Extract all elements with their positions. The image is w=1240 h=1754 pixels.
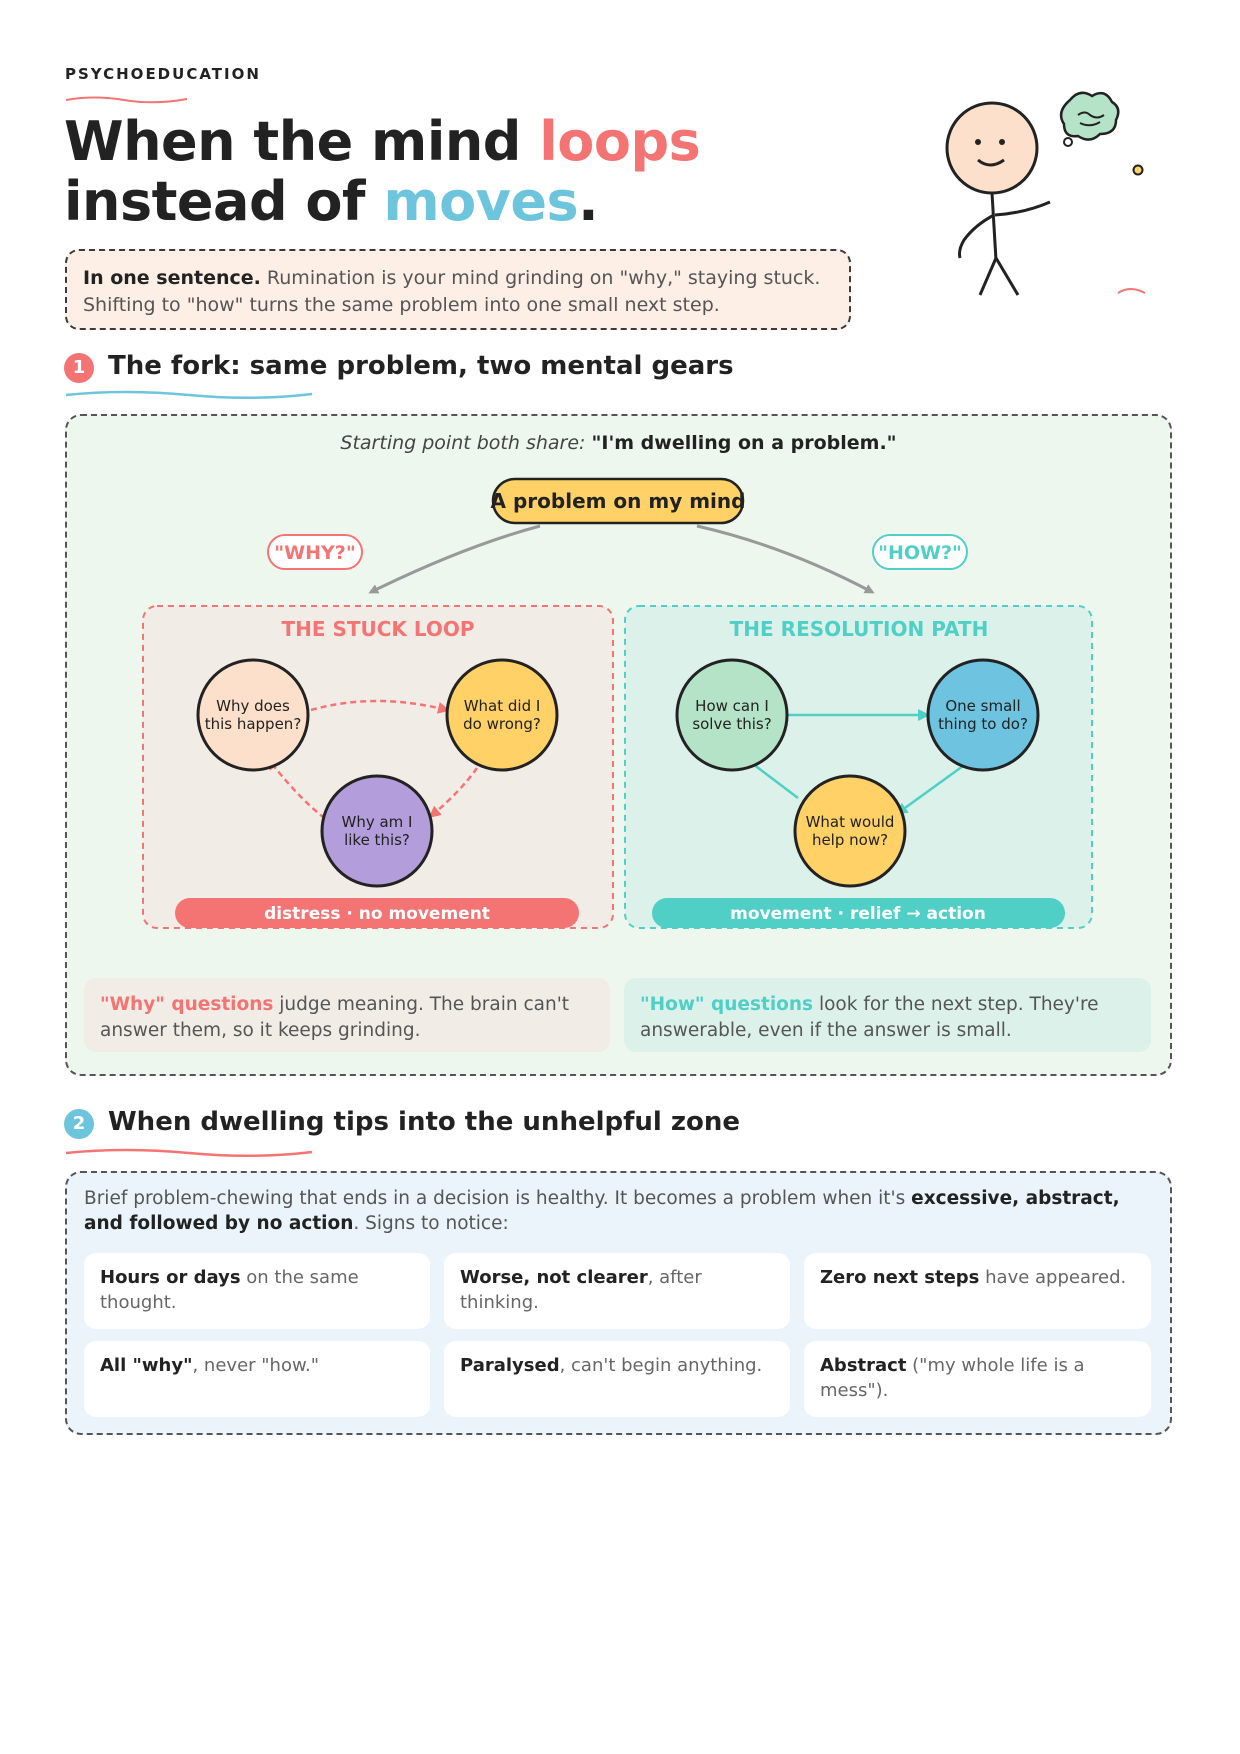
stuck-node2-line1: What did I	[464, 697, 541, 715]
stuck-node-what-wrong: What did I do wrong?	[445, 658, 559, 772]
why-branch-arrow	[368, 524, 541, 594]
sign-2-bold: Worse, not clearer	[460, 1267, 648, 1288]
intro-text-pre: Brief problem-chewing that ends in a dec…	[84, 1188, 912, 1209]
loop-arrow-2	[428, 767, 479, 818]
sign-3-text: have appeared.	[979, 1267, 1127, 1288]
why-note-text: judge meaning. The brain can't answer th…	[100, 994, 570, 1041]
loop-arrow-1	[310, 699, 450, 714]
stuck-node2-line2: do wrong?	[463, 715, 541, 733]
how-note-highlight: "How" questions	[640, 994, 814, 1015]
section1-underline	[65, 390, 313, 399]
stuck-loop-title: THE STUCK LOOP	[281, 617, 474, 641]
sign-card-zero-next-steps: Zero next steps have appeared.	[804, 1253, 1151, 1329]
eyebrow-label: PSYCHOEDUCATION	[65, 65, 261, 83]
eyebrow-underline	[65, 96, 188, 104]
sign-1-text: on the same thought.	[100, 1267, 359, 1313]
how-tag: "HOW?"	[872, 534, 968, 570]
section1-title: The fork: same problem, two mental gears	[108, 351, 734, 381]
intro-text-bold: excessive, abstract, and followed by no …	[84, 1188, 1120, 1234]
title-highlight-moves: moves	[383, 170, 579, 233]
resolution-node2-line2: thing to do?	[938, 715, 1028, 733]
sign-card-paralysed: Paralysed, can't begin anything.	[444, 1341, 790, 1417]
stuck-node1-line1: Why does	[216, 697, 290, 715]
resolution-path-title: THE RESOLUTION PATH	[730, 617, 989, 641]
resolution-node-solve: How can I solve this?	[675, 658, 789, 772]
sign-6-text: ("my whole life is a mess").	[820, 1355, 1085, 1401]
resolution-node3-line2: help now?	[812, 831, 888, 849]
sign-4-bold: All "why"	[100, 1355, 193, 1376]
stick-figure-illustration	[945, 91, 1146, 296]
stuck-loop-box: THE STUCK LOOP Why does this happen? Wha…	[142, 605, 614, 929]
fork-diagram: A problem on my mind "WHY?" "HOW?" THE S…	[142, 477, 1093, 929]
why-tag-label: "WHY?"	[274, 542, 355, 564]
problem-node: A problem on my mind	[491, 477, 746, 525]
starting-point-quote: "I'm dwelling on a problem."	[591, 432, 897, 454]
sign-card-hours-or-days: Hours or days on the same thought.	[84, 1253, 430, 1329]
title-highlight-loops: loops	[539, 110, 701, 173]
intro-text-post: . Signs to notice:	[353, 1213, 509, 1234]
path-arrow-2	[895, 764, 964, 815]
sign-5-bold: Paralysed	[460, 1355, 560, 1376]
stuck-node3-line1: Why am I	[342, 813, 413, 831]
title-line2-text: instead of	[64, 170, 384, 233]
resolution-node-small-thing: One small thing to do?	[926, 658, 1040, 772]
resolution-node2-line1: One small	[945, 697, 1020, 715]
resolution-node3-line1: What would	[806, 813, 895, 831]
why-note-highlight: "Why" questions	[100, 994, 274, 1015]
stuck-node1-line2: this happen?	[205, 715, 302, 733]
how-questions-note: "How" questions look for the next step. …	[624, 978, 1151, 1052]
sign-card-abstract: Abstract ("my whole life is a mess").	[804, 1341, 1151, 1417]
resolution-path-box: THE RESOLUTION PATH How can I solve this…	[624, 605, 1093, 929]
stuck-footer-label: distress · no movement	[264, 904, 490, 924]
starting-point-caption: Starting point both share: "I'm dwelling…	[65, 432, 1172, 454]
stuck-node3-line2: like this?	[344, 831, 410, 849]
starting-point-italic: Starting point both share:	[340, 432, 592, 454]
page-title: When the mind loops instead of moves.	[64, 110, 701, 233]
resolution-node-help-now: What would help now?	[793, 774, 907, 888]
resolution-node1-line2: solve this?	[692, 715, 771, 733]
section2-number-badge: 2	[64, 1109, 94, 1139]
how-tag-label: "HOW?"	[878, 542, 962, 564]
how-note-text: look for the next step. They're answerab…	[640, 994, 1099, 1041]
summary-text: Rumination is your mind grinding on "why…	[83, 267, 821, 316]
stuck-node-why-happen: Why does this happen?	[196, 658, 310, 772]
title-line1-text: When the mind	[64, 110, 540, 173]
stuck-node-why-like-this: Why am I like this?	[320, 774, 434, 888]
sign-1-bold: Hours or days	[100, 1267, 241, 1288]
section2-underline	[65, 1148, 313, 1157]
sign-card-worse-not-clearer: Worse, not clearer, after thinking.	[444, 1253, 790, 1329]
unhelpful-zone-intro: Brief problem-chewing that ends in a dec…	[84, 1186, 1156, 1236]
resolution-node1-line1: How can I	[695, 697, 769, 715]
sign-2-text: , after thinking.	[460, 1267, 702, 1313]
sign-3-bold: Zero next steps	[820, 1267, 980, 1288]
problem-node-label: A problem on my mind	[491, 489, 746, 513]
summary-lead: In one sentence.	[83, 267, 261, 289]
title-period: .	[578, 170, 599, 233]
why-tag: "WHY?"	[267, 534, 363, 570]
sign-4-text: , never "how."	[192, 1355, 320, 1376]
section1-number-badge: 1	[64, 353, 94, 383]
resolution-footer-label: movement · relief → action	[730, 904, 986, 924]
summary-box: In one sentence. Rumination is your mind…	[65, 249, 851, 330]
sign-5-text: , can't begin anything.	[559, 1355, 763, 1376]
section2-title: When dwelling tips into the unhelpful zo…	[108, 1107, 741, 1137]
how-branch-arrow	[696, 524, 875, 594]
sign-card-all-why: All "why", never "how."	[84, 1341, 430, 1417]
why-questions-note: "Why" questions judge meaning. The brain…	[84, 978, 610, 1052]
sign-6-bold: Abstract	[820, 1355, 907, 1376]
